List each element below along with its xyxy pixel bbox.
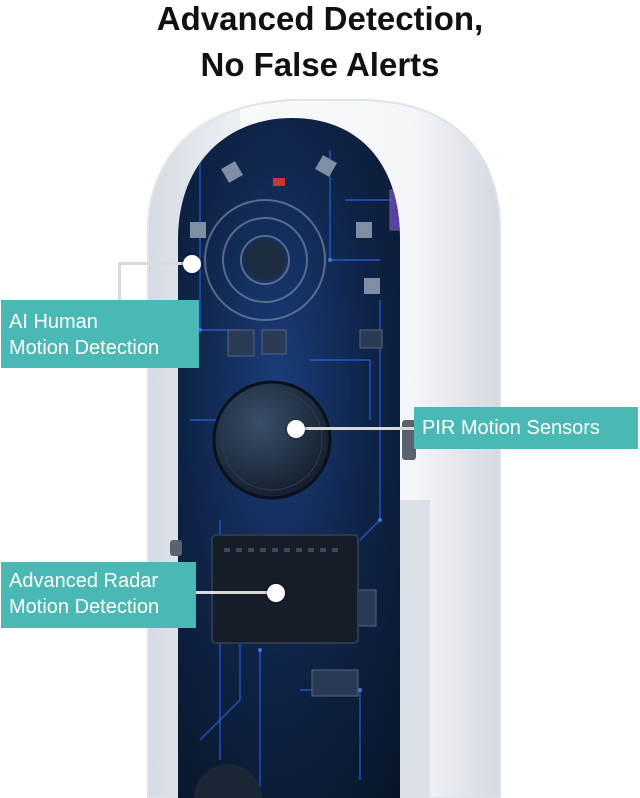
- pir-marker: [287, 420, 305, 438]
- headline-line-1: Advanced Detection,: [156, 0, 484, 37]
- callout-advanced-radar-motion-detection: Advanced Radar Motion Detection: [1, 562, 196, 628]
- pir-leader: [305, 427, 415, 430]
- callout-ai-line-2: Motion Detection: [9, 337, 160, 359]
- callout-radar-line-1: Advanced Radar: [9, 570, 158, 592]
- callout-radar-line-2: Motion Detection: [9, 596, 160, 618]
- callout-ai-human-motion-detection: AI Human Motion Detection: [1, 300, 199, 368]
- ai-leader-horizontal: [118, 262, 192, 265]
- radar-leader: [196, 591, 274, 594]
- radar-module: [211, 534, 359, 644]
- ai-leader-vertical: [118, 262, 121, 302]
- ai-camera-marker: [183, 255, 201, 273]
- callout-ai-line-1: AI Human: [9, 311, 98, 333]
- circuit-board: [178, 118, 400, 798]
- radar-marker: [267, 584, 285, 602]
- headline-line-2: No False Alerts: [200, 46, 440, 83]
- pir-lens: [212, 380, 332, 500]
- callout-pir-motion-sensors: PIR Motion Sensors: [414, 407, 638, 449]
- callout-pir-label: PIR Motion Sensors: [422, 417, 600, 439]
